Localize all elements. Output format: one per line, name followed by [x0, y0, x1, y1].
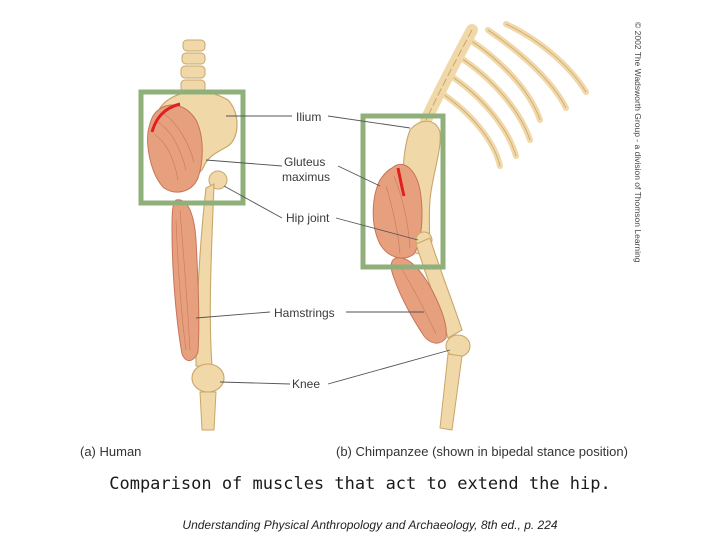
human-hip-highlight-box: [138, 89, 246, 206]
label-knee: Knee: [292, 377, 320, 391]
human-gluteus-maximus: [147, 104, 203, 193]
chimp-gluteus-maximus: [372, 163, 423, 259]
label-gluteus-line2: maximus: [282, 170, 330, 184]
human-skeleton: [138, 39, 246, 431]
leader-lines: [195, 115, 451, 385]
label-hamstrings: Hamstrings: [274, 306, 335, 320]
label-ilium: Ilium: [296, 110, 321, 124]
chimp-hamstrings: [390, 257, 447, 344]
chimp-femur: [415, 237, 463, 339]
human-tibia: [199, 391, 217, 431]
label-hip-joint: Hip joint: [286, 211, 330, 225]
panel-label-human: (a) Human: [80, 444, 141, 459]
panel-label-chimp: (b) Chimpanzee (shown in bipedal stance …: [336, 444, 628, 459]
chimp-skeleton: [360, 21, 589, 431]
human-red-accent: [150, 102, 181, 133]
source-citation: Understanding Physical Anthropology and …: [182, 518, 558, 532]
chimp-tibia: [439, 353, 463, 431]
chimp-hip-highlight-box: [360, 113, 446, 270]
label-gluteus-line1: Gluteus: [284, 155, 325, 169]
chimp-rib-outlines: [439, 23, 587, 167]
figure-caption: Comparison of muscles that act to extend…: [109, 474, 611, 494]
chimp-red-accent: [396, 167, 406, 197]
copyright-notice: © 2002 The Wadsworth Group - a division …: [633, 22, 643, 263]
chimp-knee: [445, 334, 471, 358]
human-knee: [191, 363, 225, 393]
